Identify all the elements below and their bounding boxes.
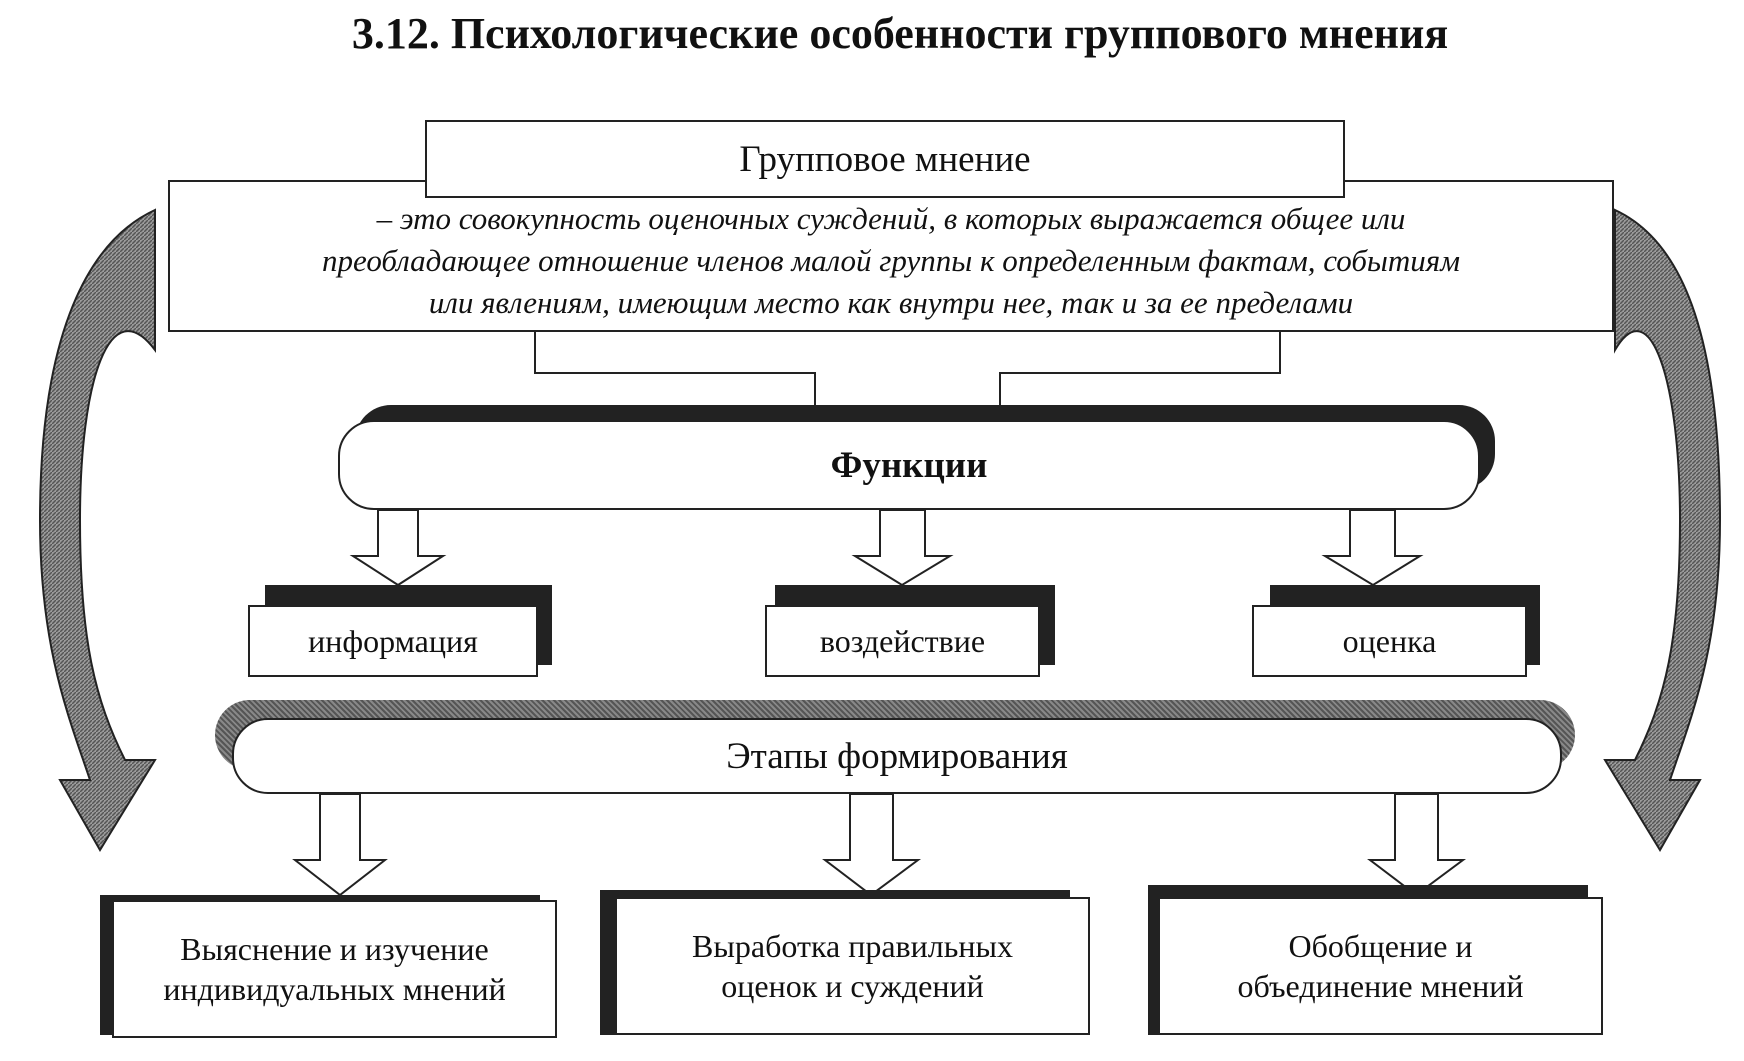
stage-item-generalization: Обобщение и объединение мнений: [1158, 897, 1603, 1035]
definition-term: Групповое мнение: [425, 120, 1345, 198]
stages-header: Этапы формирования: [232, 718, 1562, 794]
function-item-information: информация: [248, 605, 538, 677]
page-title: 3.12. Психологические особенности группо…: [351, 9, 1449, 58]
definition-line: – это совокупность оценочных суждений, в…: [376, 201, 1406, 236]
stage-line: Выработка правильных: [692, 928, 1013, 964]
definition-box: – это совокупность оценочных суждений, в…: [168, 180, 1614, 332]
functions-header: Функции: [338, 420, 1480, 510]
stage-line: Обобщение и: [1288, 928, 1473, 964]
function-item-influence: воздействие: [765, 605, 1040, 677]
stage-item-assessment: Выработка правильных оценок и суждений: [615, 897, 1090, 1035]
definition-line: преобладающее отношение членов малой гру…: [321, 243, 1460, 278]
left-cycle-arrow: [38, 208, 157, 852]
right-cycle-arrow: [1603, 208, 1722, 852]
function-arrows: [349, 509, 1424, 587]
definition-line: или явлениям, имеющим место как внутри н…: [428, 285, 1354, 320]
definition-connector: [534, 332, 1281, 405]
stage-line: оценок и суждений: [721, 968, 984, 1004]
function-item-evaluation: оценка: [1252, 605, 1527, 677]
stage-line: объединение мнений: [1237, 968, 1524, 1004]
stage-line: Выяснение и изучение: [180, 931, 489, 967]
stage-arrows: [292, 793, 1467, 897]
stage-line: индивидуальных мнений: [163, 971, 506, 1007]
stage-item-individual: Выяснение и изучение индивидуальных мнен…: [112, 900, 557, 1038]
